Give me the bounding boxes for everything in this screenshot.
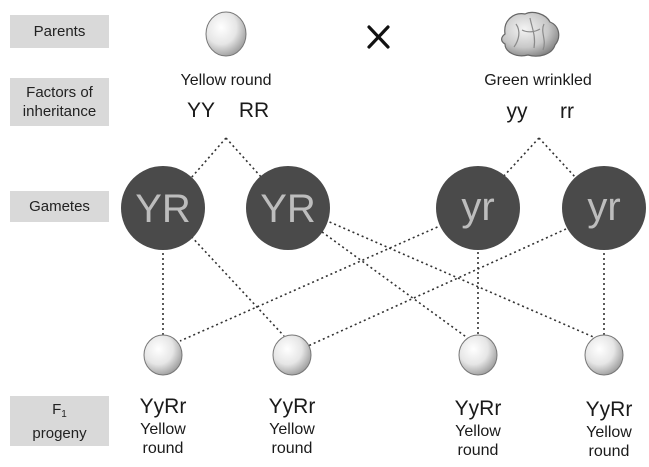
progeny-4: YyRr Yellow round — [559, 397, 649, 461]
label-gametes: Gametes — [10, 191, 109, 222]
progeny-4-seed-icon — [584, 334, 624, 376]
gamete-4: yr — [562, 166, 646, 250]
connector-lines — [162, 137, 605, 347]
progeny-3-genotype: YyRr — [454, 397, 502, 420]
progeny-4-line2: round — [588, 443, 630, 460]
line-parent1-to-gamete2 — [225, 137, 263, 179]
parent-2-factor-a: yy — [506, 100, 528, 123]
progeny-3-seed-icon — [458, 334, 498, 376]
parent-1-factor-b: RR — [238, 99, 270, 122]
label-parents: Parents — [10, 15, 109, 48]
label-progeny: progeny — [32, 424, 87, 442]
progeny-1-line2: round — [142, 440, 184, 457]
progeny-3-line2: round — [457, 442, 499, 459]
progeny-2-seed-icon — [272, 334, 312, 376]
line-gamete1-to-progeny2 — [187, 232, 285, 337]
label-parents-text: Parents — [33, 23, 86, 40]
progeny-1-seed-icon — [143, 334, 183, 376]
label-f1: F1 — [52, 400, 67, 420]
progeny-2-genotype: YyRr — [268, 395, 316, 418]
label-factors-of-inheritance: Factors of inheritance — [10, 78, 109, 126]
green-wrinkled-seed-icon — [501, 11, 560, 57]
progeny-3: YyRr Yellow round — [428, 396, 528, 460]
progeny-2: YyRr Yellow round — [242, 394, 342, 458]
line-gamete2-to-progeny3 — [317, 228, 470, 340]
yellow-round-seed-icon — [205, 11, 247, 57]
progeny-2-line1: Yellow — [269, 421, 315, 438]
line-parent1-to-gamete1 — [190, 137, 227, 179]
gamete-4-label: yr — [587, 185, 620, 229]
progeny-4-line1: Yellow — [586, 424, 632, 441]
parent-1-phenotype: Yellow round — [180, 72, 272, 89]
line-parent2-to-gamete3 — [501, 137, 540, 179]
gamete-1-label: YR — [135, 187, 191, 231]
progeny-1-genotype: YyRr — [139, 395, 187, 418]
progeny-2-line2: round — [271, 440, 313, 457]
progeny-3-line1: Yellow — [455, 423, 501, 440]
parent-1-factor-a: YY — [186, 99, 215, 122]
label-factors-line1: Factors of — [26, 84, 93, 101]
label-f1-progeny: F1 progeny — [10, 396, 109, 446]
gamete-3-label: yr — [461, 185, 494, 229]
parent-2-phenotype: Green wrinkled — [484, 72, 592, 89]
parent-2-factor-b: rr — [560, 100, 574, 123]
progeny-1-line1: Yellow — [140, 421, 186, 438]
progeny-4-genotype: YyRr — [585, 398, 633, 421]
label-factors-line2: inheritance — [22, 103, 97, 120]
gamete-2-label: YR — [260, 187, 316, 231]
gamete-1: YR — [121, 166, 205, 250]
line-parent2-to-gamete4 — [538, 137, 577, 179]
gamete-3: yr — [436, 166, 520, 250]
line-gamete4-to-progeny2 — [307, 228, 567, 347]
gamete-2: YR — [246, 166, 330, 250]
progeny-1: YyRr Yellow round — [113, 394, 213, 458]
cross-symbol — [367, 25, 390, 49]
label-gametes-text: Gametes — [29, 198, 90, 215]
